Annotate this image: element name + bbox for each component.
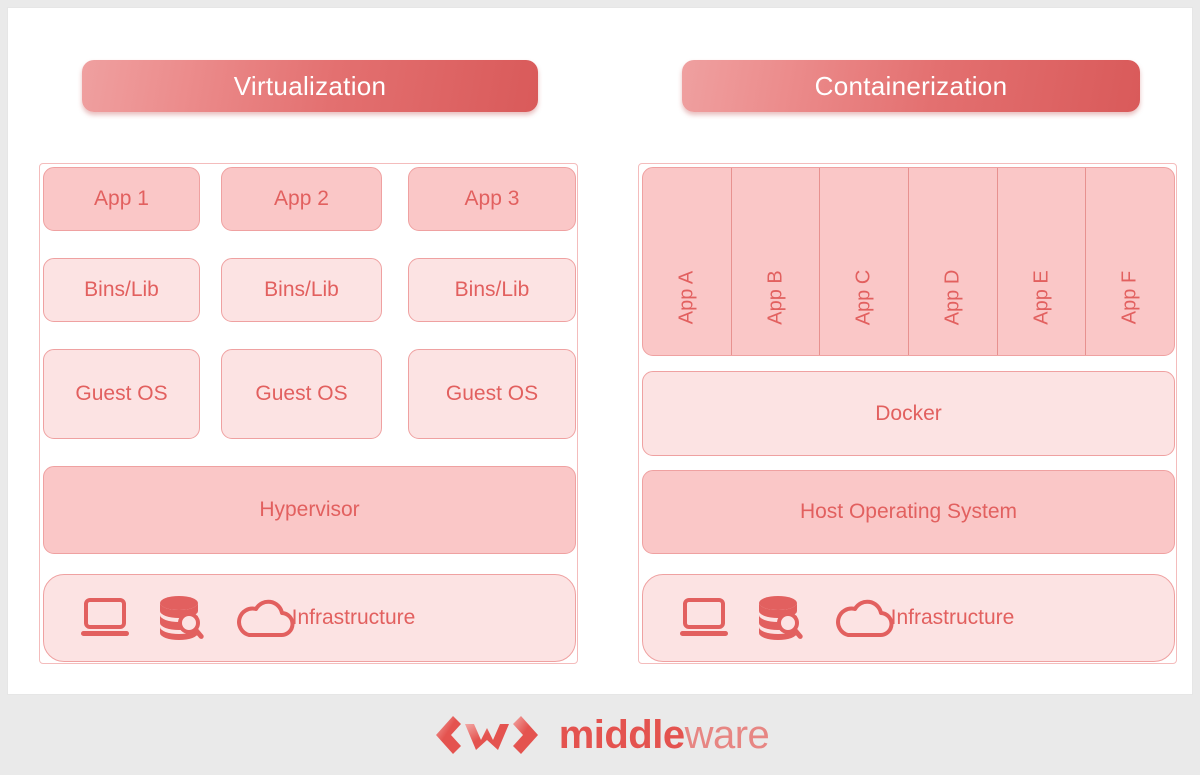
container-app-column-d: App D (909, 168, 998, 355)
infrastructure-content-left: Infrastructure (44, 575, 575, 661)
container-app-c-label: App C (852, 269, 875, 326)
guest-os-box-1: Guest OS (43, 349, 200, 439)
docker-box: Docker (642, 371, 1175, 456)
container-app-column-a: App A (643, 168, 732, 355)
guest-os-box-3-label: Guest OS (445, 382, 539, 405)
container-app-column-e: App E (998, 168, 1087, 355)
cloud-icon (237, 599, 295, 637)
laptop-icon (680, 598, 728, 636)
hypervisor-box: Hypervisor (43, 466, 576, 554)
container-app-a-label: App A (675, 270, 698, 325)
guest-os-box-1-label: Guest OS (75, 382, 168, 405)
infrastructure-content-right: Infrastructure (643, 575, 1174, 661)
app-box-1-label: App 1 (94, 187, 149, 210)
logo-mark-icon (435, 716, 538, 754)
infrastructure-icon-group-left (78, 595, 296, 641)
host-os-label: Host Operating System (799, 500, 1018, 523)
bins-lib-box-1-label: Bins/Lib (84, 278, 159, 301)
containerization-header-label: Containerization (814, 70, 1008, 101)
container-app-e-label: App E (1030, 270, 1053, 325)
infrastructure-box-left: Infrastructure (43, 574, 576, 662)
brand-light-text: ware (684, 712, 770, 757)
host-os-box: Host Operating System (642, 470, 1175, 554)
container-app-f-label: App F (1118, 270, 1141, 325)
laptop-icon (81, 598, 129, 636)
container-app-d-label: App D (941, 269, 964, 326)
app-box-3: App 3 (408, 167, 576, 231)
virtualization-header: Virtualization (82, 60, 538, 112)
infrastructure-label-left: Infrastructure (291, 606, 416, 629)
container-app-b-label: App B (764, 270, 786, 325)
database-search-icon (759, 596, 803, 640)
hypervisor-label: Hypervisor (259, 498, 360, 521)
guest-os-box-2: Guest OS (221, 349, 382, 439)
virtualization-header-label: Virtualization (233, 70, 387, 101)
bins-lib-box-1: Bins/Lib (43, 258, 200, 322)
docker-label: Docker (875, 401, 942, 425)
containerization-header: Containerization (682, 60, 1140, 112)
brand-bold-text: middle (558, 712, 685, 757)
infrastructure-label-right: Infrastructure (890, 606, 1015, 629)
infrastructure-icon-group-right (677, 595, 895, 641)
app-box-2-label: App 2 (274, 187, 329, 210)
infrastructure-box-right: Infrastructure (642, 574, 1175, 662)
container-apps-row: App A App B App C App D App E App F (642, 167, 1175, 356)
brand-wordmark: middleware (559, 713, 770, 758)
database-search-icon (160, 596, 204, 640)
bins-lib-box-2-label: Bins/Lib (264, 278, 339, 301)
container-app-column-b: App B (732, 168, 821, 355)
guest-os-box-3: Guest OS (408, 349, 576, 439)
diagram-card: Virtualization Containerization App 1 Ap… (7, 7, 1193, 695)
container-app-column-f: App F (1086, 168, 1174, 355)
bins-lib-box-2: Bins/Lib (221, 258, 382, 322)
footer-branding: middleware (0, 695, 1200, 775)
app-box-1: App 1 (43, 167, 200, 231)
bins-lib-box-3-label: Bins/Lib (454, 278, 530, 301)
cloud-icon (836, 599, 894, 637)
virtualization-stack: App 1 App 2 App 3 Bins/Lib Bins/Lib Bins… (39, 163, 578, 664)
bins-lib-box-3: Bins/Lib (408, 258, 576, 322)
container-app-column-c: App C (820, 168, 910, 355)
guest-os-box-2-label: Guest OS (255, 382, 348, 405)
app-box-2: App 2 (221, 167, 382, 231)
app-box-3-label: App 3 (464, 187, 520, 210)
containerization-stack: App A App B App C App D App E App F (638, 163, 1177, 664)
